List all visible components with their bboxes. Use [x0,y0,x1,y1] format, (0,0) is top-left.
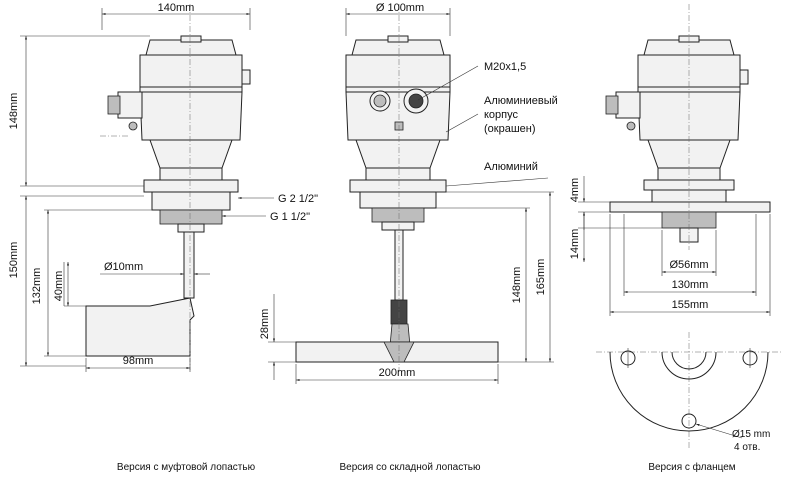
flange-hole [681,413,697,429]
dim-132: 132mm [31,268,43,305]
dim-dia-100: Ø 100mm [376,2,424,14]
dim-150: 150mm [8,242,20,279]
label-housing-1: Алюминиевый [484,95,558,107]
left-view: 140mm 148mm 150mm 132mm 40mm Ø10mm 98mm [8,2,318,372]
dim-200: 200mm [379,367,416,379]
dim-148-mid: 148mm [511,267,523,304]
label-cable-gland: M20x1,5 [484,61,526,73]
caption-right: Версия с фланцем [648,461,735,473]
dim-148-left: 148mm [8,93,20,130]
label-housing-2: корпус [484,109,519,121]
dim-155: 155mm [672,299,709,311]
right-view: 4mm 14mm Ø56mm 130mm 155mm Ø15 mm 4 [569,4,782,453]
dim-40: 40mm [53,271,65,302]
dim-dia-56: Ø56mm [669,259,708,271]
label-housing-3: (окрашен) [484,123,536,135]
dim-130: 130mm [672,279,709,291]
caption-middle: Версия со складной лопастью [340,462,481,473]
thread-g212: G 2 1/2" [278,193,318,205]
dim-dia-10: Ø10mm [104,261,143,273]
dim-28: 28mm [259,309,271,340]
dim-dia-15: Ø15 mm [732,429,770,440]
dim-140: 140mm [158,2,195,14]
thread-g112: G 1 1/2" [270,211,310,223]
middle-view: Ø 100mm M20x1,5 Алюминиевый корпус (окра… [259,2,558,384]
caption-left: Версия с муфтовой лопастью [117,461,256,473]
dim-98: 98mm [123,355,154,367]
dim-165: 165mm [535,259,547,296]
label-aluminium: Алюминий [484,161,538,173]
dim-4: 4mm [569,178,581,202]
dim-14: 14mm [569,229,581,260]
holes-count: 4 отв. [734,442,760,453]
